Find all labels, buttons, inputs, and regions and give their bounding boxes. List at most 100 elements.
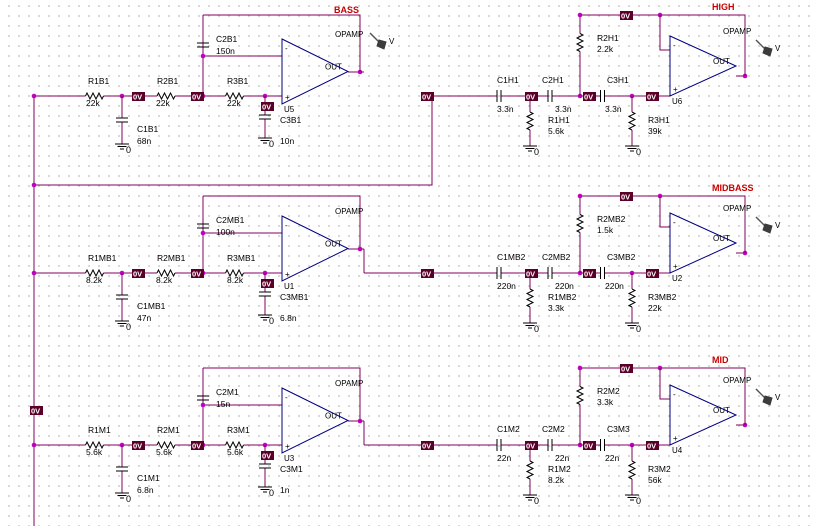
C3-value: 1n	[280, 485, 290, 495]
opamp-type-label: OPAMP	[723, 376, 751, 385]
wire	[203, 367, 361, 419]
capacitor-symbol	[116, 117, 128, 123]
C2-value: 15n	[216, 399, 230, 409]
resistor-symbol	[156, 268, 176, 278]
junction-dot	[31, 93, 37, 99]
opamp-out-label: OUT	[325, 412, 342, 421]
ground-symbol	[625, 322, 639, 329]
voltage-tag-text: 0V	[584, 93, 593, 102]
C1-ref: C1H1	[497, 75, 519, 85]
ground-label: 0	[269, 316, 274, 326]
R2-ref: R2MB2	[597, 214, 626, 224]
voltage-tag-text: 0V	[621, 12, 630, 21]
ground-label: 0	[534, 496, 539, 506]
capacitor-symbol	[259, 463, 271, 469]
C3-value: 220n	[605, 281, 624, 291]
C3-value: 6.8n	[280, 313, 297, 323]
resistor-symbol	[627, 288, 637, 308]
opamp-ref: U5	[284, 105, 295, 114]
voltage-tag-text: 0V	[262, 280, 271, 289]
resistor-symbol	[575, 33, 585, 52]
R2-ref: R2H1	[597, 33, 619, 43]
voltage-tag: 0V	[421, 92, 434, 102]
voltage-tag: 0V	[525, 269, 538, 279]
voltage-probe-icon	[755, 39, 773, 57]
voltage-tag: 0V	[30, 406, 43, 416]
opamp-minus-pin: -	[673, 218, 676, 227]
voltage-tag: 0V	[421, 441, 434, 451]
R1-value: 5.6k	[86, 447, 103, 457]
voltage-tag: 0V	[620, 11, 633, 21]
ground-label: 0	[636, 324, 641, 334]
wire	[34, 96, 433, 186]
voltage-tag-text: 0V	[133, 270, 142, 279]
voltage-tag: 0V	[525, 441, 538, 451]
C2-ref: C2MB1	[216, 215, 245, 225]
ground-symbol	[625, 145, 639, 152]
C3-ref: C3MB1	[280, 292, 309, 302]
resistor-symbol	[85, 91, 104, 101]
capacitor-symbol	[547, 439, 553, 451]
voltage-tag-text: 0V	[192, 270, 201, 279]
voltage-tag-text: 0V	[647, 93, 656, 102]
resistor-symbol	[525, 460, 535, 480]
R1-value: 5.6k	[548, 126, 565, 136]
R1-ref: R1H1	[548, 115, 570, 125]
C2-value: 22n	[555, 453, 569, 463]
R3-ref: R3B1	[227, 76, 249, 86]
R2-value: 22k	[156, 98, 170, 108]
voltage-probe-icon	[755, 216, 773, 234]
C1-value: 3.3n	[497, 104, 514, 114]
voltage-tag: 0V	[620, 192, 633, 202]
voltage-tag-text: 0V	[647, 270, 656, 279]
capacitor-symbol	[259, 114, 271, 120]
wire	[203, 195, 361, 247]
capacitor-symbol	[259, 291, 271, 297]
ground-label: 0	[534, 324, 539, 334]
opamp-out-label: OUT	[325, 240, 342, 249]
opamp-plus-pin: +	[285, 442, 290, 451]
voltage-tag-text: 0V	[647, 442, 656, 451]
R1-ref: R1MB2	[548, 292, 577, 302]
R2-value: 3.3k	[597, 397, 614, 407]
voltage-tag-text: 0V	[262, 103, 271, 112]
probe-label: V	[775, 221, 781, 230]
voltage-tag: 0V	[525, 92, 538, 102]
capacitor-symbol	[547, 267, 553, 279]
resistor-symbol	[575, 386, 585, 405]
C1-ref: C1MB2	[497, 252, 526, 262]
ground-label: 0	[636, 147, 641, 157]
opamp-ref: U3	[284, 454, 295, 463]
resistor-symbol	[225, 268, 244, 278]
R1-value: 8.2k	[548, 475, 565, 485]
capacitor-symbol	[496, 439, 502, 451]
R2-value: 1.5k	[597, 225, 614, 235]
C2-ref: C2H1	[542, 75, 564, 85]
opamp-type-label: OPAMP	[723, 27, 751, 36]
voltage-tag-text: 0V	[422, 270, 431, 279]
C1-value: 68n	[137, 136, 151, 146]
voltage-tag: 0V	[261, 102, 274, 112]
ground-symbol	[115, 143, 129, 150]
junction-dot	[200, 402, 206, 408]
opamp-type-label: OPAMP	[335, 207, 363, 216]
R3-ref: R3MB2	[648, 292, 677, 302]
opamp-ref: U4	[672, 446, 683, 455]
resistor-symbol	[627, 111, 637, 131]
ground-label: 0	[126, 322, 131, 332]
opamp-out-label: OUT	[713, 57, 730, 66]
voltage-tag: 0V	[583, 269, 596, 279]
voltage-tag: 0V	[620, 364, 633, 374]
ground-symbol	[258, 314, 272, 321]
R2-value: 8.2k	[156, 275, 173, 285]
ground-label: 0	[636, 496, 641, 506]
R3-value: 22k	[227, 98, 241, 108]
R1-value: 8.2k	[86, 275, 103, 285]
capacitor-symbol	[600, 90, 605, 102]
voltage-tag-text: 0V	[133, 442, 142, 451]
ground-symbol	[258, 486, 272, 493]
voltage-tag-text: 0V	[584, 270, 593, 279]
